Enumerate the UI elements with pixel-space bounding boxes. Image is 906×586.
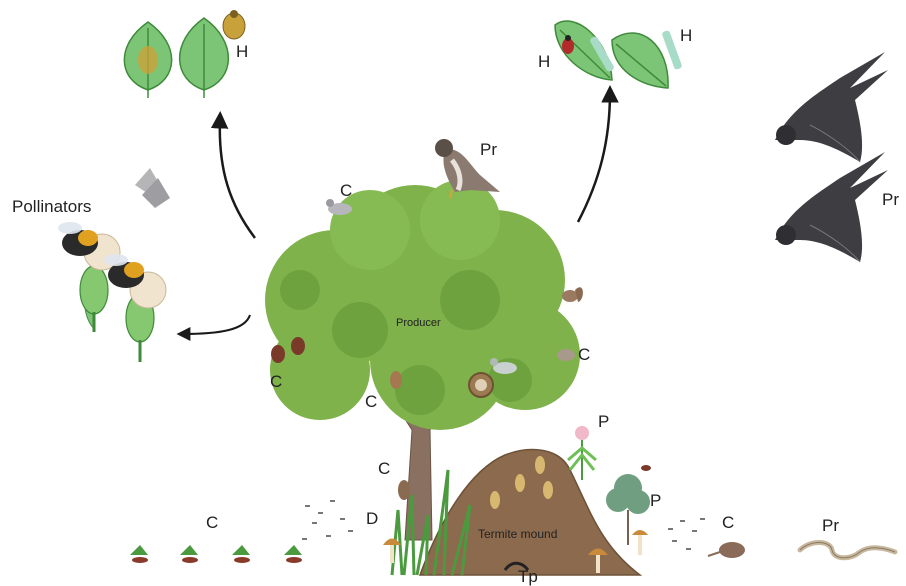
bee-icon — [58, 222, 98, 256]
swallow-icon — [775, 52, 888, 162]
mouse-icon — [557, 349, 575, 361]
moth-icon — [135, 168, 170, 208]
producer-label: Producer — [396, 317, 441, 329]
left-leaves-group: H — [124, 10, 248, 98]
leaf-icon — [612, 33, 668, 88]
nest-icon — [469, 373, 493, 397]
consumer-label-shrew: C — [722, 513, 734, 532]
consumer-label-squirrel: C — [578, 345, 590, 364]
shrew-icon — [708, 542, 745, 558]
flowering-plant — [568, 426, 596, 480]
squirrel-icon — [398, 480, 410, 500]
ant-icon — [284, 545, 302, 563]
swallow-icon — [775, 152, 888, 262]
squirrel-icon — [562, 287, 583, 302]
bee-icon — [104, 254, 144, 288]
consumer-label-ants: C — [206, 513, 218, 532]
mushroom-icon — [632, 530, 648, 555]
right-leaves-group: H H — [538, 21, 692, 88]
snake-icon — [800, 543, 895, 558]
consumer-label-bird: C — [340, 181, 352, 200]
plant-label-flower: P — [598, 412, 609, 431]
ant-icon — [180, 545, 198, 563]
plant-label-shrub: P — [650, 491, 661, 510]
termite-producer-label: Tp — [518, 567, 538, 586]
tree-canopy — [265, 180, 580, 430]
ant-icon — [130, 545, 148, 563]
consumer-label-branch: C — [365, 392, 377, 411]
consumer-label-trunk: C — [378, 459, 390, 478]
pollinators-label: Pollinators — [12, 197, 91, 216]
leaf-icon — [180, 18, 229, 98]
arrow-to-pollinators — [182, 315, 250, 334]
herbivore-label-right-a: H — [538, 52, 550, 71]
flowers-group — [80, 234, 166, 362]
predator-label-snake: Pr — [822, 516, 839, 535]
ant-icon — [641, 465, 651, 471]
leaf-icon — [124, 22, 171, 98]
arrow-to-right-leaves — [578, 92, 610, 222]
bird-icon — [390, 371, 402, 389]
predator-label-falcon: Pr — [480, 140, 497, 159]
herbivore-label-left: H — [236, 42, 248, 61]
consumer-label-beetles: C — [270, 372, 282, 391]
beetle-icon — [223, 10, 245, 39]
decomposer-label: D — [366, 509, 378, 528]
ants-group — [130, 545, 302, 563]
termite-mound-label: Termite mound — [478, 527, 557, 541]
arrow-to-left-leaves — [220, 118, 255, 238]
ant-icon — [232, 545, 250, 563]
mushroom-icon — [383, 539, 401, 564]
predator-label-swallows: Pr — [882, 190, 899, 209]
herbivore-label-right-b: H — [680, 26, 692, 45]
